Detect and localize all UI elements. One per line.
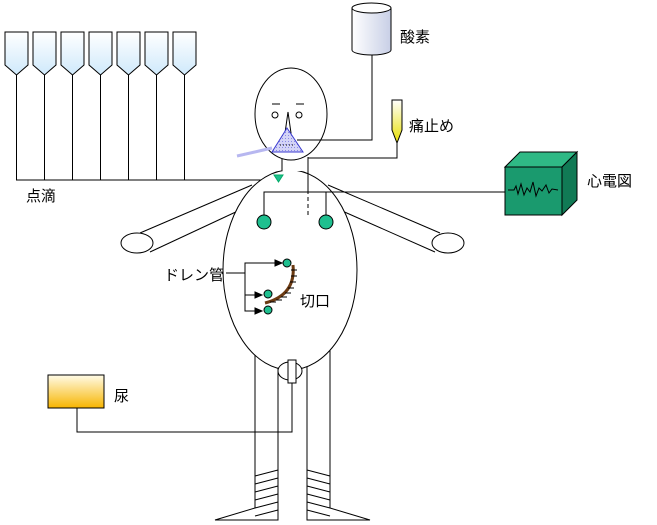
painkiller-syringe — [391, 99, 403, 145]
ecg-monitor — [503, 150, 579, 217]
urine-label: 尿 — [114, 387, 130, 405]
iv-bags — [4, 31, 197, 180]
iv-drip-label: 点滴 — [26, 187, 57, 205]
bandage-stripe — [254, 477, 279, 485]
bandage-stripe — [306, 501, 331, 509]
left-hand — [120, 232, 154, 254]
electrode-right — [318, 214, 334, 230]
bandage-stripe — [254, 469, 279, 477]
bandage-stripe — [254, 501, 279, 509]
iv-bag — [172, 31, 197, 180]
urinary-catheter — [76, 359, 303, 433]
torso — [222, 169, 358, 371]
ecg-waveform — [508, 181, 559, 198]
right-eye — [295, 111, 303, 119]
incision-label: 切口 — [300, 292, 331, 310]
iv-bag — [116, 31, 141, 180]
oxygen-cylinder — [351, 2, 392, 56]
iv-bag — [88, 31, 113, 180]
electrode-left — [256, 214, 272, 230]
bandage-stripe — [306, 485, 331, 493]
bandage-stripe — [306, 469, 331, 477]
iv-bag — [60, 31, 85, 180]
oxygen-label: 酸素 — [400, 28, 431, 46]
oxygen-mask — [271, 127, 304, 153]
bandage-stripe — [306, 493, 331, 501]
arms — [120, 184, 465, 254]
drain-tubes — [226, 258, 297, 315]
ecg-lead-left — [263, 191, 505, 222]
urine-bag — [47, 374, 105, 409]
left-eye — [271, 111, 279, 119]
drain-tube-label: ドレン管 — [164, 266, 225, 284]
iv-bag — [4, 31, 29, 180]
iv-bag — [144, 31, 169, 180]
iv-bag — [32, 31, 57, 180]
bandage-stripe — [254, 493, 279, 501]
legs — [214, 350, 371, 521]
ecg-label: 心電図 — [587, 172, 633, 190]
painkiller-label: 痛止め — [409, 117, 455, 135]
bandage-stripe — [254, 485, 279, 493]
head — [254, 67, 328, 161]
bandage-stripe — [306, 509, 331, 517]
bandage-stripe — [306, 477, 331, 485]
right-hand — [431, 232, 465, 254]
bandage-stripe — [254, 509, 279, 517]
oxygen-hose — [236, 146, 273, 158]
iv-entry-marker — [273, 174, 284, 183]
